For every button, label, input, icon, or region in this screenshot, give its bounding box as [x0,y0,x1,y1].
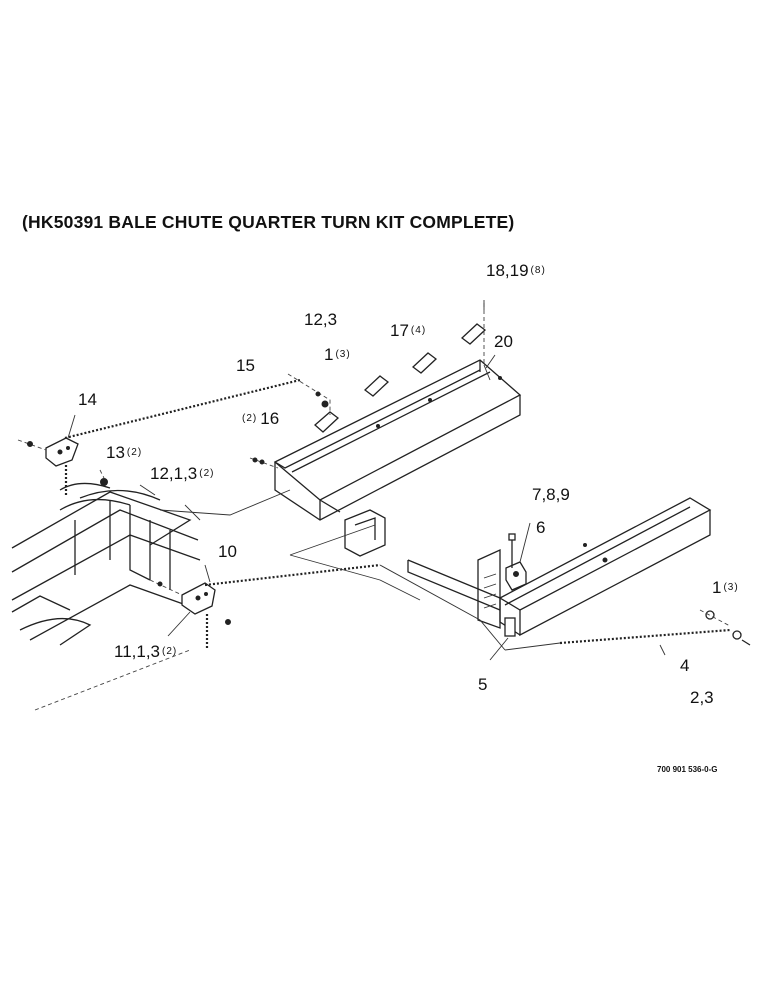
callout-15: 15 [236,357,255,374]
callout-ref: 20 [494,332,513,351]
callout-qty: (2) [126,447,143,458]
callout-ref: 4 [680,656,690,675]
callout-ref: 15 [236,356,255,375]
callout-qty: (2) [242,413,258,424]
callout-qty: (8) [530,265,546,276]
callout-ref: 1 [324,345,334,364]
bracket-6 [505,533,527,591]
mount-plate [319,499,386,557]
callout-6: 6 [536,519,545,536]
callout-2-3: 2,3 [690,689,714,706]
callout-ref: 11,1,3 [114,642,161,661]
callout-ref: 1 [712,578,722,597]
callout-qty: (2) [162,646,178,657]
callout-11-1-3: 11,1,3(2) [114,643,177,660]
callout-12-1-3: 12,1,3(2) [150,465,215,482]
callout-4: 4 [680,657,689,674]
callout-ref: 12,1,3 [150,464,198,483]
pin-13 [99,469,108,486]
bracket-14 [17,437,79,495]
diagram-title: (HK50391 BALE CHUTE QUARTER TURN KIT COM… [22,212,515,232]
callout-20: 20 [494,333,513,350]
callout-ref: 12,3 [304,310,338,329]
callout-ref: 14 [78,390,97,409]
callout-1-upper: 1(3) [324,346,351,363]
baler-frame [11,482,201,646]
callout-18-19: 18,19(8) [486,262,546,279]
callout-ref: 5 [478,675,488,694]
callout-qty: (2) [199,468,215,479]
callout-ref: 10 [218,542,237,561]
bolts-16 [249,457,279,469]
chute-rail [407,497,712,637]
chute-bracket-20 [273,359,522,521]
callout-qty: (3) [335,349,351,360]
wear-strips-17 [314,300,487,433]
callout-ref: 16 [260,409,280,428]
callout-ref: 18,19 [486,261,529,280]
callout-5: 5 [478,676,487,693]
callout-14: 14 [78,391,97,408]
drawing-number: 700 901 536-0-G [657,765,718,774]
callout-1-lower: 1(3) [712,579,739,596]
leader-lines [67,354,666,661]
callout-ref: 13 [106,443,125,462]
callout-qty: (4) [410,325,427,336]
callout-10: 10 [218,543,237,560]
callout-qty: (3) [723,582,739,593]
callout-13: 13(2) [106,444,142,461]
callout-ref: 6 [536,518,546,537]
callout-16: (2)16 [242,410,279,427]
callout-ref: 2,3 [690,688,714,707]
callout-ref: 17 [390,321,409,340]
callout-ref: 7,8,9 [532,485,570,504]
callout-17: 17(4) [390,322,426,339]
callout-7-8-9: 7,8,9 [532,486,570,503]
bracket-10 [149,563,381,650]
chain-15 [64,373,331,440]
chain-4 [504,609,751,651]
guide-lines [34,364,506,711]
callout-12-3: 12,3 [304,311,337,328]
